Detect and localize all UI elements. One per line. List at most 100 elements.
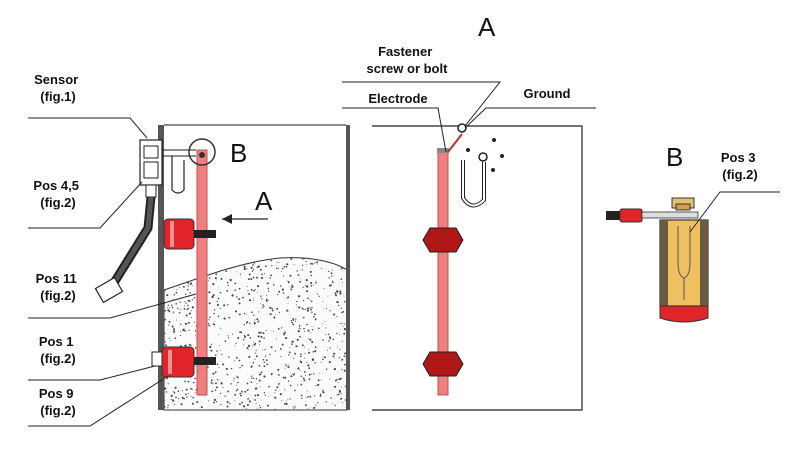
leader-ground-tip <box>464 107 487 129</box>
granular-dot <box>220 403 222 406</box>
granular-dot <box>236 375 238 377</box>
granular-dot <box>264 355 267 357</box>
granular-dot <box>302 299 305 302</box>
granular-dot <box>341 282 343 283</box>
granular-dot <box>331 275 333 277</box>
granular-dot <box>303 330 305 332</box>
granular-dot <box>185 302 187 304</box>
granular-dot <box>255 402 257 404</box>
granular-dot <box>322 339 324 341</box>
granular-dot <box>182 263 185 266</box>
granular-dot <box>251 270 254 272</box>
ground-loop <box>457 123 504 208</box>
granular-dot <box>219 291 222 294</box>
leader-pos3 <box>689 191 780 233</box>
granular-dot <box>250 278 253 280</box>
granular-dot <box>222 363 225 366</box>
granular-dot <box>269 313 272 316</box>
granular-dot <box>189 291 191 294</box>
granular-dot <box>185 393 187 396</box>
granular-dot <box>208 319 210 321</box>
granular-dot <box>258 373 261 376</box>
granular-dot <box>174 386 177 389</box>
granular-dot <box>269 277 272 279</box>
granular-dot <box>331 402 333 404</box>
granular-dot <box>215 254 216 255</box>
granular-dot <box>333 259 336 262</box>
granular-dot <box>282 376 285 379</box>
granular-dot <box>246 346 249 350</box>
granular-dot <box>317 402 319 404</box>
granular-dot <box>285 265 288 268</box>
granular-dot <box>343 328 346 331</box>
granular-dot <box>300 383 303 386</box>
granular-dot <box>291 373 293 375</box>
granular-dot <box>187 282 190 284</box>
granular-dot <box>239 392 242 395</box>
granular-dot <box>224 258 225 260</box>
granular-dot <box>328 361 331 364</box>
granular-dot <box>194 391 196 393</box>
granular-dot <box>317 383 320 386</box>
granular-dot <box>325 334 327 336</box>
granular-dot <box>235 342 237 344</box>
granular-dot <box>254 288 256 290</box>
granular-dot <box>189 283 191 286</box>
granular-dot <box>319 394 322 397</box>
granular-dot <box>283 334 285 336</box>
granular-dot <box>177 271 179 273</box>
granular-dot <box>248 299 252 302</box>
granular-dot <box>195 365 197 367</box>
granular-dot <box>192 257 195 259</box>
granular-dot <box>194 377 196 380</box>
granular-dot <box>287 281 290 284</box>
granular-dot <box>226 373 229 376</box>
leader-sensor <box>28 117 148 139</box>
granular-dot <box>265 299 268 302</box>
granular-dot <box>317 327 320 330</box>
granular-dot <box>186 263 189 265</box>
granular-dot <box>310 262 312 265</box>
granular-dot <box>330 272 333 275</box>
granular-dot <box>255 378 258 380</box>
granular-dot <box>300 361 303 364</box>
granular-dot <box>165 344 168 347</box>
granular-dot <box>234 310 238 313</box>
granular-dot <box>179 345 182 347</box>
granular-dot <box>234 393 237 396</box>
granular-dot <box>311 373 313 375</box>
granular-dot <box>249 322 251 324</box>
granular-dot <box>261 273 263 276</box>
detail-b-label-left: B <box>230 138 247 168</box>
label-pos9: Pos 9 (fig.2) <box>39 386 77 418</box>
granular-dot <box>275 314 277 316</box>
label-sensor: Sensor (fig.1) <box>34 72 82 104</box>
granular-dot <box>297 384 299 386</box>
leader-pos1 <box>28 365 156 381</box>
granular-dot <box>235 271 237 273</box>
granular-dot <box>340 307 343 309</box>
granular-dot <box>303 346 305 348</box>
granular-dot <box>237 336 240 340</box>
granular-dot <box>252 300 254 301</box>
granular-dot <box>167 407 169 409</box>
granular-dot <box>279 285 282 287</box>
granular-dot <box>191 388 193 390</box>
granular-dot <box>230 382 232 385</box>
granular-dot <box>258 331 260 334</box>
granular-dot <box>176 275 178 277</box>
granular-dot <box>291 343 293 345</box>
granular-dot <box>238 313 241 316</box>
granular-dot <box>238 298 241 301</box>
granular-dot <box>207 280 209 282</box>
label-ground: Ground <box>524 86 571 101</box>
granular-dot <box>296 304 298 306</box>
granular-dot <box>252 297 254 299</box>
granular-dot <box>270 259 272 262</box>
granular-dot <box>181 396 184 399</box>
granular-dot <box>290 288 292 291</box>
granular-dot <box>247 344 251 347</box>
granular-dot <box>265 265 267 268</box>
granular-dot <box>214 389 217 391</box>
